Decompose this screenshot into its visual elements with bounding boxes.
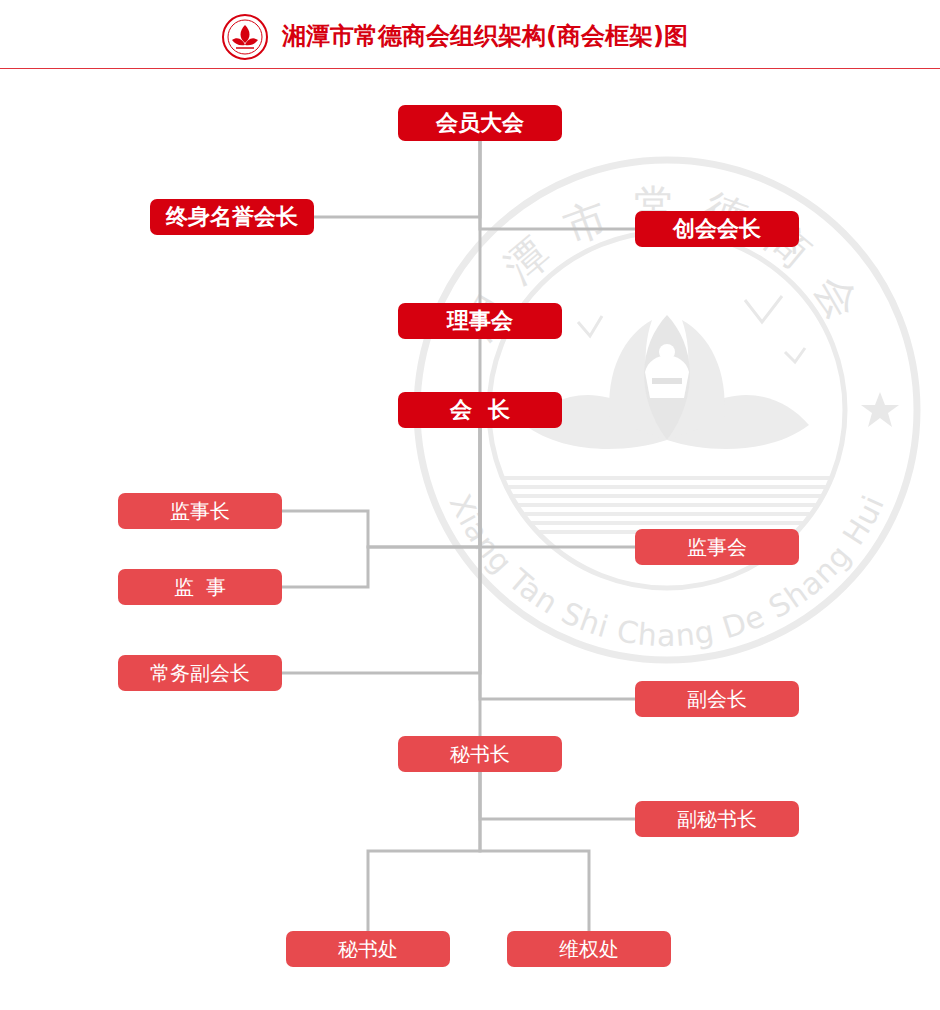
org-connector bbox=[480, 141, 635, 229]
seal-waves bbox=[480, 478, 860, 532]
role-box: 监 事 bbox=[118, 569, 282, 605]
role-label: 监事会 bbox=[687, 535, 747, 559]
seal-star bbox=[861, 392, 899, 427]
role-label: 会员大会 bbox=[436, 110, 524, 136]
title-rule bbox=[0, 68, 940, 69]
seal-birds bbox=[578, 296, 805, 362]
role-box: 副秘书长 bbox=[635, 801, 799, 837]
role-box: 秘书处 bbox=[286, 931, 450, 967]
org-connector bbox=[282, 428, 480, 547]
primary-role-box: 理事会 bbox=[398, 303, 562, 339]
org-connector bbox=[314, 141, 480, 217]
role-box: 副会长 bbox=[635, 681, 799, 717]
org-connector bbox=[368, 772, 480, 931]
role-box: 监事长 bbox=[118, 493, 282, 529]
role-label: 会 长 bbox=[450, 397, 509, 423]
seal-lotus bbox=[525, 315, 809, 449]
role-label: 理事会 bbox=[447, 308, 513, 334]
org-connector bbox=[479, 141, 482, 303]
seal-rings bbox=[417, 160, 917, 660]
chart-title: 湘潭市常德商会组织架构(商会框架)图 bbox=[282, 19, 688, 53]
primary-role-box: 会员大会 bbox=[398, 105, 562, 141]
role-label: 秘书处 bbox=[338, 937, 398, 961]
role-label: 监事长 bbox=[170, 499, 230, 523]
org-connector bbox=[480, 428, 635, 547]
primary-role-box: 会 长 bbox=[398, 392, 562, 428]
org-connector bbox=[282, 428, 480, 673]
org-connector bbox=[480, 428, 635, 699]
role-box: 秘书长 bbox=[398, 736, 562, 772]
role-box: 维权处 bbox=[507, 931, 671, 967]
role-label: 副秘书长 bbox=[677, 807, 757, 831]
role-label: 创会会长 bbox=[673, 216, 761, 242]
role-label: 终身名誉会长 bbox=[166, 204, 298, 230]
title-logo bbox=[223, 15, 267, 59]
org-connector bbox=[282, 428, 480, 587]
role-label: 维权处 bbox=[559, 937, 619, 961]
role-label: 副会长 bbox=[687, 687, 747, 711]
role-box: 监事会 bbox=[635, 529, 799, 565]
role-label: 监 事 bbox=[174, 575, 227, 599]
role-box: 常务副会长 bbox=[118, 655, 282, 691]
org-connector bbox=[480, 772, 589, 931]
role-label: 秘书长 bbox=[450, 742, 510, 766]
watermark-pinyin: Xiang Tan Shi Chang De Shang Hui bbox=[443, 489, 891, 653]
org-connector bbox=[480, 772, 635, 819]
org-connector bbox=[479, 339, 482, 392]
org-connector bbox=[479, 428, 482, 736]
primary-role-box: 创会会长 bbox=[635, 211, 799, 247]
role-label: 常务副会长 bbox=[150, 661, 250, 685]
primary-role-box: 终身名誉会长 bbox=[150, 199, 314, 235]
